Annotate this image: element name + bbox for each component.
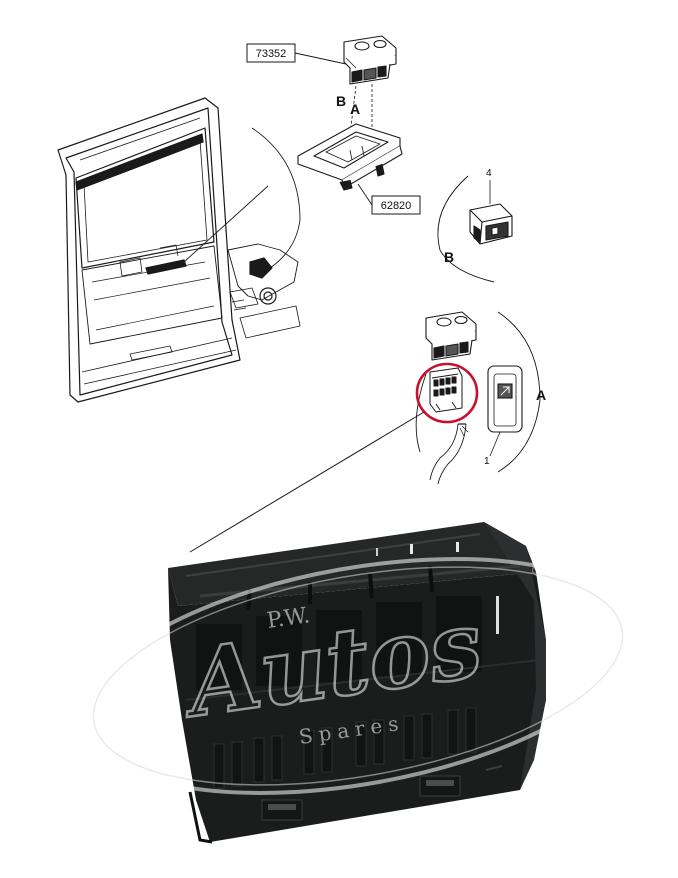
part-label-62820: 62820 [357, 183, 421, 215]
watermark-registered: ® [530, 561, 546, 580]
callout-number-4: 4 [486, 168, 492, 179]
letter-a-top: A [350, 101, 360, 117]
part-label-73352: 73352 [246, 43, 347, 65]
door-illustration [57, 97, 301, 403]
switch-b [469, 203, 513, 245]
watermark: P.W. Autos Spares ® [79, 557, 637, 795]
connector-small [429, 367, 463, 413]
assembly-arcs [251, 127, 541, 473]
guide-lines [347, 84, 373, 151]
rocker-switch-panel [487, 365, 523, 433]
letter-a-side: A [536, 387, 546, 403]
part-number-62820: 62820 [381, 200, 412, 212]
letter-b-side: B [444, 249, 454, 265]
watermark-line-1: P.W. [265, 603, 311, 634]
callout-number-1: 1 [484, 456, 490, 467]
switch-a-top [425, 311, 477, 361]
part-number-73352: 73352 [256, 48, 287, 60]
photo-leader-line [189, 411, 425, 553]
bezel-62820 [297, 123, 403, 191]
connector-wires [429, 423, 469, 485]
callout-1-leader [489, 431, 501, 457]
switch-73352 [343, 35, 397, 85]
letter-b-top: B [336, 93, 346, 109]
highlight-circle [415, 362, 479, 424]
